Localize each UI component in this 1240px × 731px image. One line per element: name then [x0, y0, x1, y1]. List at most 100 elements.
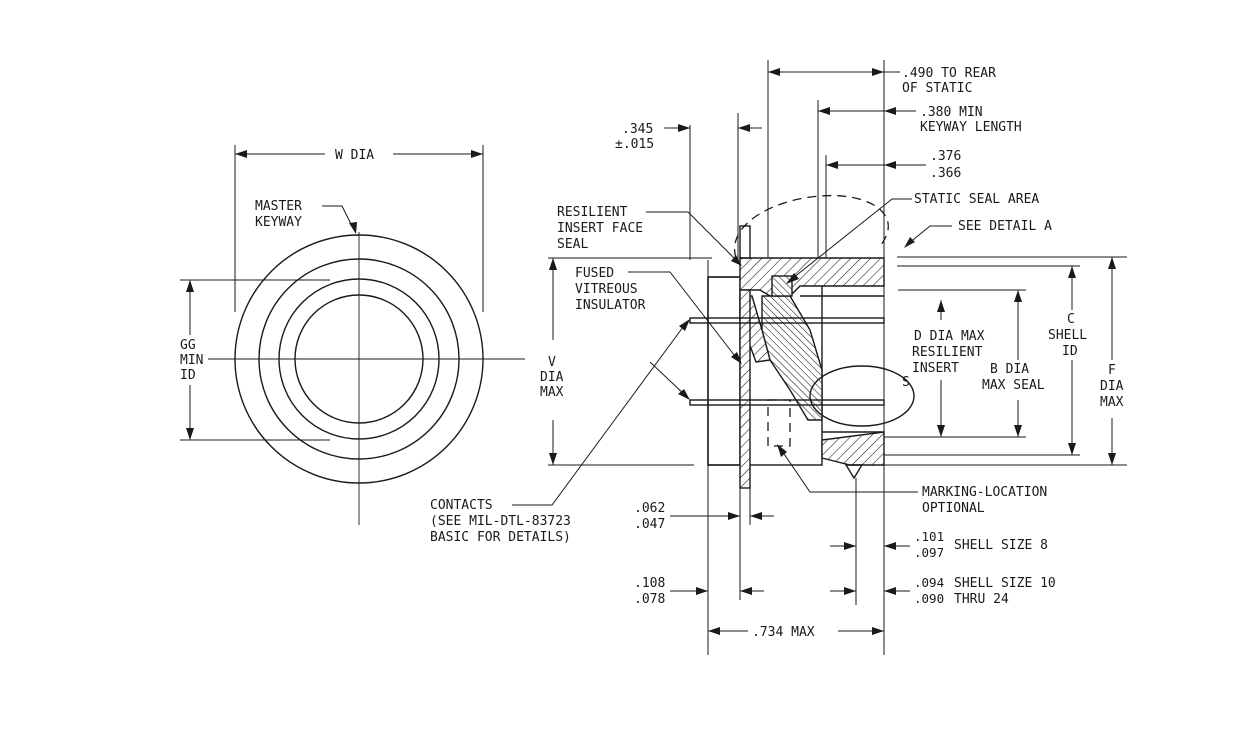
w-dia-arrow-left	[235, 150, 247, 158]
f-label-line3: MAX	[1100, 395, 1124, 410]
b-arrow-bottom	[1014, 425, 1022, 437]
dim-376-line1: .376	[930, 149, 961, 164]
dim-108-line2: .078	[634, 592, 665, 607]
f-arrow-bottom	[1108, 453, 1116, 465]
contact-pin-vertical	[739, 289, 751, 489]
c-arrow-bottom	[1068, 443, 1076, 455]
dim-345-line1: .345	[622, 122, 653, 137]
dim-376-arrow-left	[826, 161, 838, 169]
d-label-line1: D DIA MAX	[914, 329, 985, 344]
contacts-leader-1	[512, 322, 687, 506]
dim-062-arrow-right	[750, 512, 762, 520]
shell-size-8-label: SHELL SIZE 8	[954, 538, 1048, 553]
marking-location-arrow	[777, 444, 787, 457]
dim-108-line1: .108	[634, 576, 665, 591]
dim-734-label: .734 MAX	[752, 625, 815, 640]
gg-arrow-top	[186, 280, 194, 292]
static-seal-area-leader2	[787, 198, 893, 283]
dim-101-arrow-right	[884, 542, 896, 550]
resilient-insert	[761, 295, 823, 421]
v-label-line2: DIA	[540, 370, 564, 385]
resilient-face-seal-line3: SEAL	[557, 237, 588, 252]
shell-size-10-line1: SHELL SIZE 10	[954, 576, 1056, 591]
dim-490-arrow-right	[872, 68, 884, 76]
v-arrow-bottom	[549, 453, 557, 465]
detail-s-label: S	[902, 375, 910, 390]
keyway-tab	[739, 225, 751, 259]
gg-label-line2: MIN	[180, 353, 203, 368]
marking-location-box	[767, 399, 791, 447]
b-label-line1: B DIA	[990, 362, 1029, 377]
b-arrow-top	[1014, 290, 1022, 302]
d-arrow-top	[937, 300, 945, 312]
dim-380-arrow-left	[818, 107, 830, 115]
dim-101-line1: .101	[914, 529, 944, 544]
dim-101-arrow-left	[844, 542, 856, 550]
b-label-line2: MAX SEAL	[982, 378, 1045, 393]
dim-094-arrow-right	[884, 587, 896, 595]
fused-vitreous-line3: INSULATOR	[575, 298, 646, 313]
dim-345-arrow-right	[738, 124, 750, 132]
fused-vitreous-line2: VITREOUS	[575, 282, 638, 297]
resilient-face-seal-leader	[646, 211, 739, 263]
marking-location-leader	[779, 447, 918, 493]
c-label-line3: ID	[1062, 344, 1078, 359]
side-view: S .490 TO REAR OF STATIC .380 MIN KEYWAY…	[430, 60, 1127, 655]
gg-label-line1: GG	[180, 338, 196, 353]
gg-label-line3: ID	[180, 368, 196, 383]
w-dia-label: W DIA	[335, 148, 374, 163]
w-dia-arrow-right	[471, 150, 483, 158]
see-detail-a-label: SEE DETAIL A	[958, 219, 1052, 234]
contacts-arrow-2	[678, 389, 690, 400]
dim-108-arrow-right	[740, 587, 752, 595]
f-label-line1: F	[1108, 363, 1116, 378]
fused-vitreous-line1: FUSED	[575, 266, 614, 281]
c-label-line2: SHELL	[1048, 328, 1087, 343]
dim-101-line2: .097	[914, 545, 944, 560]
v-label-line1: V	[548, 355, 556, 370]
static-seal	[771, 275, 793, 297]
v-arrow-top	[549, 258, 557, 270]
dim-062-line1: .062	[634, 501, 665, 516]
marking-location-line2: OPTIONAL	[922, 501, 985, 516]
see-detail-a-arrow	[904, 237, 915, 248]
end-view: W DIA MASTER KEYWAY GG MIN ID	[180, 145, 525, 525]
resilient-face-seal-line1: RESILIENT	[557, 205, 628, 220]
shell-size-10-line2: THRU 24	[954, 592, 1009, 607]
dim-376-line2: .366	[930, 166, 961, 181]
c-label-line1: C	[1067, 312, 1075, 327]
dim-380-arrow-right	[884, 107, 896, 115]
dim-490-line2: OF STATIC	[902, 81, 972, 96]
master-keyway-line2: KEYWAY	[255, 215, 302, 230]
dim-062-arrow-left	[728, 512, 740, 520]
dim-490-line1: .490 TO REAR	[902, 66, 996, 81]
contact-upper	[689, 317, 885, 324]
static-seal-ellipse	[733, 194, 889, 259]
contacts-line3: BASIC FOR DETAILS)	[430, 530, 571, 545]
contacts-line2: (SEE MIL-DTL-83723	[430, 514, 571, 529]
f-arrow-top	[1108, 257, 1116, 269]
contacts-arrow-1	[679, 319, 690, 331]
contact-lower	[689, 399, 885, 406]
gg-arrow-bottom	[186, 428, 194, 440]
dim-380-line2: KEYWAY LENGTH	[920, 120, 1022, 135]
marking-location-line1: MARKING-LOCATION	[922, 485, 1047, 500]
d-label-line3: INSERT	[912, 361, 959, 376]
c-arrow-top	[1068, 266, 1076, 278]
dim-734-arrow-left	[708, 627, 720, 635]
dim-108-arrow-left	[696, 587, 708, 595]
see-detail-a-leader	[907, 225, 952, 245]
fused-vitreous-leader	[628, 271, 739, 361]
shell-bottom	[821, 431, 885, 466]
d-label-line2: RESILIENT	[912, 345, 983, 360]
f-label-line2: DIA	[1100, 379, 1124, 394]
detail-s-circle	[809, 365, 915, 427]
shell-top	[739, 257, 885, 297]
static-seal-area-label: STATIC SEAL AREA	[914, 192, 1039, 207]
master-keyway-line1: MASTER	[255, 199, 302, 214]
dim-734-arrow-right	[872, 627, 884, 635]
resilient-face-seal-arrow	[731, 255, 742, 266]
resilient-face-seal-line2: INSERT FACE	[557, 221, 643, 236]
rear-support	[844, 464, 864, 480]
